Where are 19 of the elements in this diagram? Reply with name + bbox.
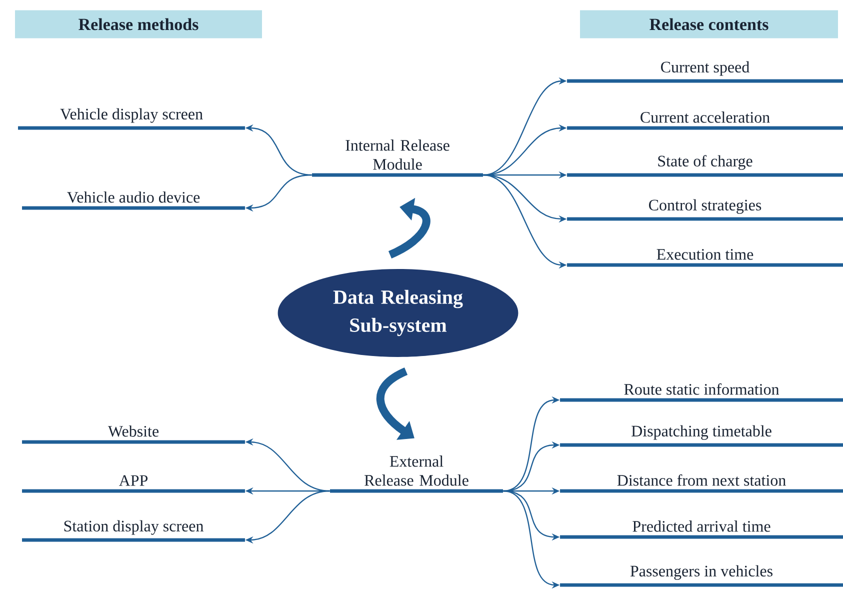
underlined-label: Route static information <box>560 383 843 402</box>
underlined-label: Current speed <box>567 61 843 83</box>
underlined-label: Website <box>22 425 245 444</box>
underlined-label: Station display screen <box>22 520 245 542</box>
underlined-label: Vehicle display screen <box>18 108 245 130</box>
underlined-label: Vehicle audio device <box>22 191 245 210</box>
underlined-label: State of charge <box>567 155 843 177</box>
underlined-label: Control strategies <box>567 199 843 221</box>
underlined-label: Dispatching timetable <box>560 425 843 447</box>
underlined-label: Execution time <box>567 249 843 267</box>
underlined-label: Internal Release Module <box>312 140 483 177</box>
header-band: Release contents <box>580 10 838 38</box>
underlined-label: APP <box>22 475 245 493</box>
underlined-label: Passengers in vehicles <box>560 565 843 587</box>
underlined-label: Current acceleration <box>567 112 843 130</box>
header-band: Release methods <box>15 10 262 38</box>
underlined-label: Distance from next station <box>560 474 843 493</box>
underlined-label: External Release Module <box>330 456 503 493</box>
underlined-label: Predicted arrival time <box>560 520 843 539</box>
